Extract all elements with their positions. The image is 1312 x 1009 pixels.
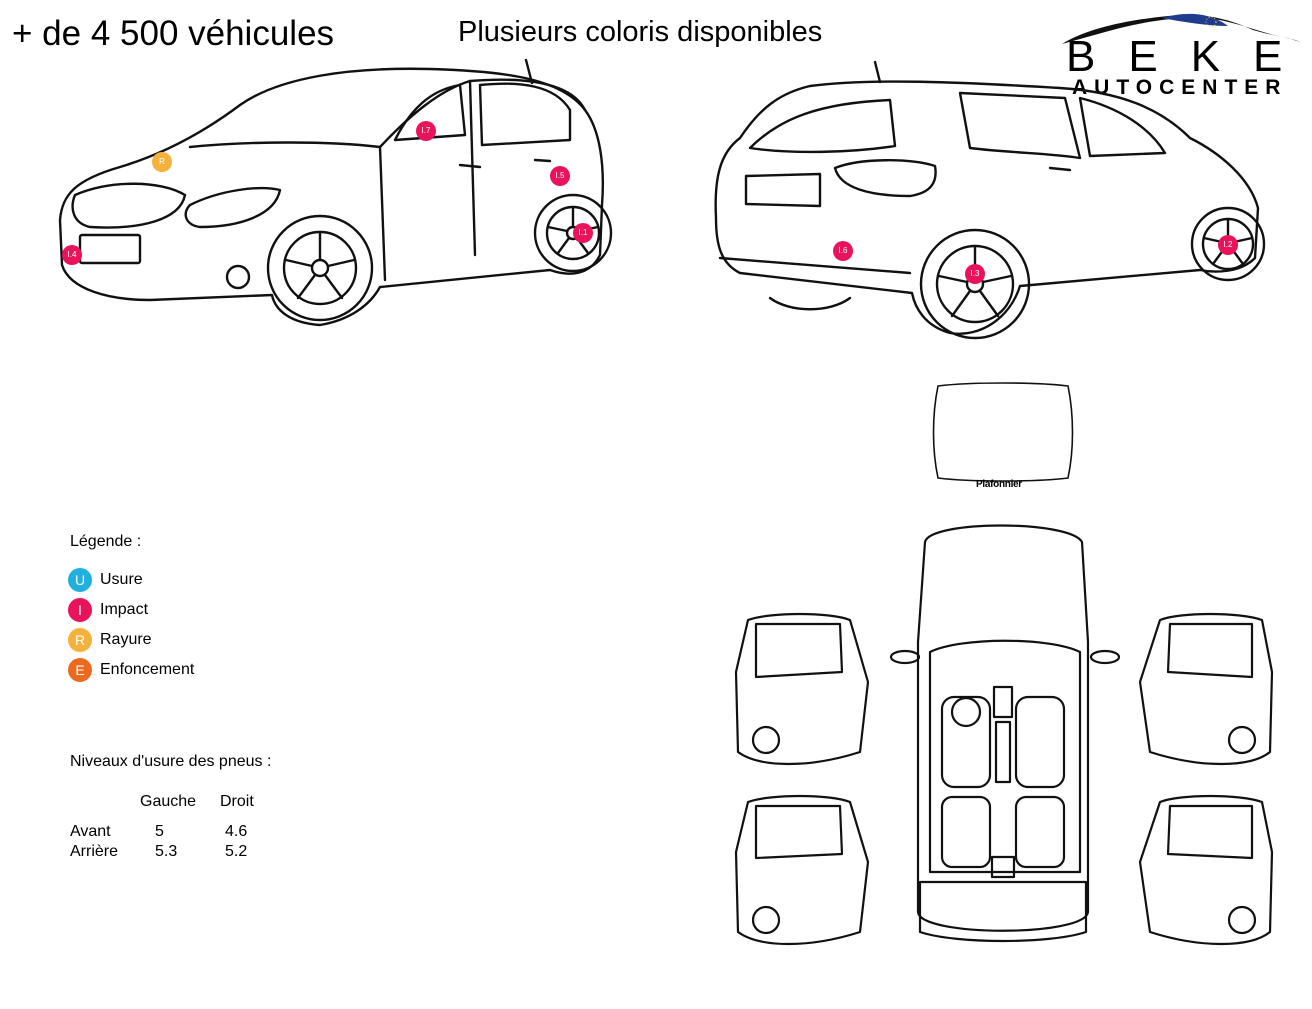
legend-label: Enfoncement bbox=[100, 661, 195, 678]
logo-subtitle: AUTOCENTER bbox=[1072, 76, 1288, 99]
damage-marker-impact: I.4 bbox=[62, 245, 82, 265]
legend-dot-icon: E bbox=[68, 658, 92, 682]
subheadline: Plusieurs coloris disponibles bbox=[458, 16, 823, 48]
beke-logo: BEKE AUTOCENTER bbox=[1058, 8, 1304, 104]
tyre-row-label: Avant bbox=[70, 823, 111, 840]
tyre-value: 5.3 bbox=[155, 843, 178, 860]
legend-item-enfoncement: E Enfoncement bbox=[68, 658, 194, 682]
tyre-value: 4.6 bbox=[225, 823, 248, 840]
legend-item-impact: I Impact bbox=[68, 598, 148, 622]
tyre-value: 5.2 bbox=[225, 843, 248, 860]
damage-marker-impact: I.2 bbox=[1218, 235, 1238, 255]
headline: + de 4 500 véhicules bbox=[12, 14, 335, 53]
tyre-value: 5 bbox=[155, 823, 164, 840]
legend-item-usure: U Usure bbox=[68, 568, 143, 592]
damage-marker-impact: I.7 bbox=[416, 121, 436, 141]
car-silhouette-logo-icon bbox=[1062, 13, 1300, 44]
legend-label: Usure bbox=[100, 571, 143, 588]
car-rear-view-diagram bbox=[714, 60, 1266, 340]
damage-marker-impact: I.5 bbox=[550, 166, 570, 186]
legend-dot-icon: U bbox=[68, 568, 92, 592]
legend-dot-icon: I bbox=[68, 598, 92, 622]
headliner-diagram bbox=[932, 382, 1074, 482]
tyre-column-left: Gauche bbox=[140, 793, 197, 810]
legend-item-rayure: R Rayure bbox=[68, 628, 152, 652]
tyre-row-label: Arrière bbox=[70, 843, 119, 860]
legend-title: Légende : bbox=[70, 533, 142, 550]
tyre-wear-title: Niveaux d'usure des pneus : bbox=[70, 753, 272, 770]
car-front-view-diagram bbox=[58, 58, 613, 327]
damage-marker-impact: I.1 bbox=[573, 223, 593, 243]
legend-label: Rayure bbox=[100, 631, 152, 648]
damage-marker-impact: I.3 bbox=[965, 264, 985, 284]
logo-word: BEKE bbox=[1066, 32, 1312, 81]
tyre-column-right: Droit bbox=[220, 793, 254, 810]
damage-marker-impact: I.6 bbox=[833, 241, 853, 261]
legend-label: Impact bbox=[100, 601, 149, 618]
headliner-label: Plafonnier bbox=[976, 479, 1022, 490]
interior-top-view-diagram bbox=[734, 524, 1274, 946]
legend-dot-icon: R bbox=[68, 628, 92, 652]
damage-marker-scratch: R bbox=[152, 152, 172, 172]
